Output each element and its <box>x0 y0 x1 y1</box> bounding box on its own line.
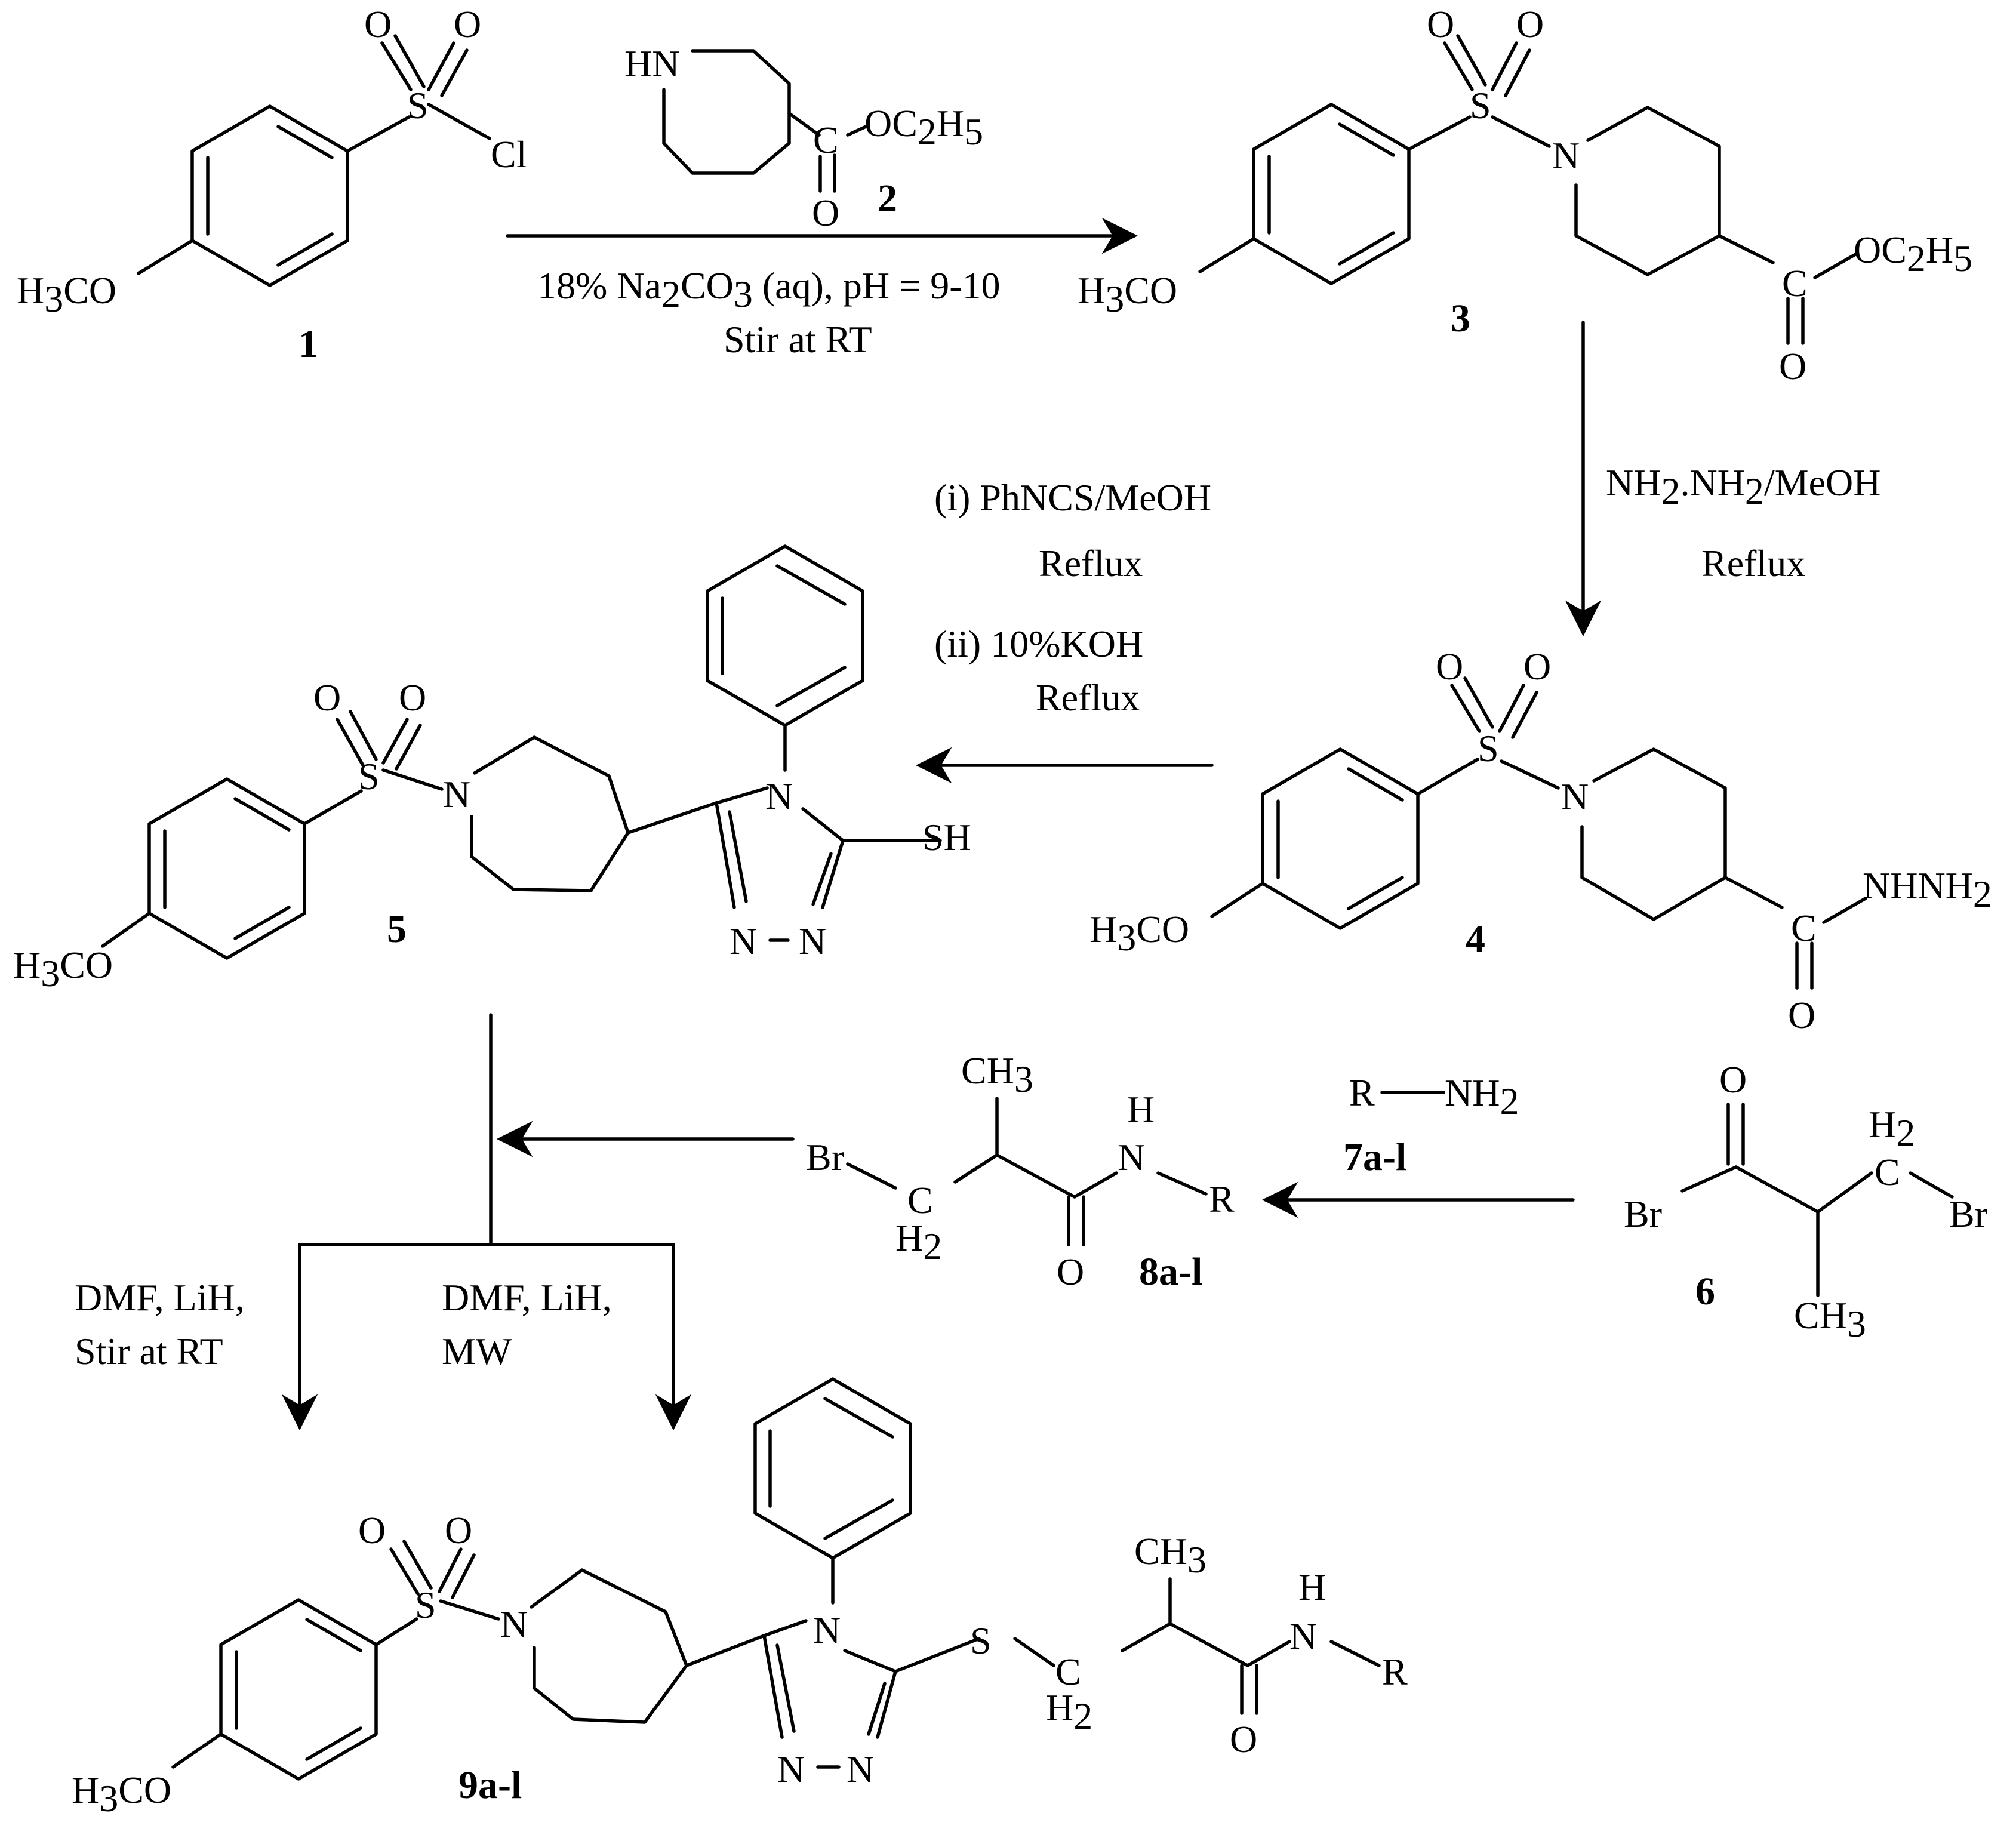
c9-oxygen-2: O <box>445 1509 472 1551</box>
c2-carbonyl-oxygen: O <box>812 192 839 234</box>
step4-right-condition-1: DMF, LiH, <box>442 1276 612 1319</box>
c5-methoxy: H3CO <box>13 944 113 995</box>
c1-label: 1 <box>298 322 318 366</box>
c4-methoxy: H3CO <box>1089 908 1189 959</box>
c7-r-group: R <box>1349 1072 1375 1114</box>
c4-hydrazide: NHNH2 <box>1863 864 1992 915</box>
c9-oxygen-1: O <box>358 1509 386 1551</box>
c9-methyl: CH3 <box>1134 1530 1206 1581</box>
step4-right-condition-2: MW <box>442 1330 512 1372</box>
c6-acyl-bromine: Br <box>1624 1193 1662 1235</box>
compound-8: CH3 H N Br R C H2 O 8a-l <box>806 1049 1235 1294</box>
c3-methoxy: H3CO <box>1078 269 1177 320</box>
compound-4: S O O N H3CO C O NHNH2 4 <box>1089 645 1992 1036</box>
step1-condition-2: Stir at RT <box>724 318 872 361</box>
c5-triazole-n2: N <box>799 920 826 962</box>
c3-nitrogen: N <box>1552 134 1580 177</box>
c4-nitrogen: N <box>1561 775 1589 818</box>
c9-r-group: R <box>1382 1651 1408 1693</box>
c1-methoxy: H3CO <box>17 269 116 320</box>
reagent-7: R NH2 7a-l <box>1343 1072 1519 1179</box>
c1-oxygen-1: O <box>364 3 392 45</box>
c5-triazole-n4: N <box>765 775 793 817</box>
c4-sulfur: S <box>1478 727 1499 769</box>
c4-carbonyl-oxygen: O <box>1788 994 1815 1036</box>
c9-methoxy: H3CO <box>72 1769 171 1820</box>
c6-alkyl-bromine: Br <box>1949 1193 1987 1235</box>
c3-label: 3 <box>1451 297 1470 340</box>
step1-condition-1: 18% Na2CO3 (aq), pH = 9-10 <box>537 264 1001 315</box>
c8-methylene-h2: H2 <box>895 1217 942 1267</box>
compound-6: O Br H2 C Br CH3 6 <box>1624 1058 1987 1345</box>
c6-methyl: CH3 <box>1794 1294 1866 1345</box>
c2-label: 2 <box>878 177 897 220</box>
c9-label: 9a-l <box>458 1763 522 1807</box>
c4-label: 4 <box>1466 918 1485 961</box>
c5-nitrogen: N <box>443 773 470 815</box>
c8-amide-nitrogen: N <box>1118 1136 1145 1178</box>
c2-amine: HN <box>624 42 679 85</box>
c9-sulfonyl-sulfur: S <box>415 1584 436 1626</box>
c7-label: 7a-l <box>1343 1135 1406 1179</box>
compound-2: HN C O OC2H5 2 <box>624 42 983 234</box>
step4-left-condition-1: DMF, LiH, <box>75 1276 245 1319</box>
step2-condition-2: Reflux <box>1701 542 1805 584</box>
c3-oxygen-1: O <box>1427 3 1454 45</box>
c5-oxygen-1: O <box>313 676 341 719</box>
c9-methylene-carbon: C <box>1055 1651 1081 1693</box>
c2-carbonyl-carbon: C <box>813 119 839 161</box>
c8-bromine: Br <box>806 1136 844 1178</box>
c3-carbonyl-carbon: C <box>1782 262 1808 304</box>
c6-methylene-h2: H2 <box>1869 1103 1915 1154</box>
c9-methylene-h2: H2 <box>1046 1686 1092 1737</box>
c9-piperidine-nitrogen: N <box>500 1603 528 1645</box>
step3-condition-2: Reflux <box>1039 542 1143 584</box>
c6-label: 6 <box>1695 1270 1715 1313</box>
c1-sulfur: S <box>407 84 429 127</box>
c1-chlorine: Cl <box>491 133 527 176</box>
c6-methylene-carbon: C <box>1875 1151 1900 1193</box>
c8-r-group: R <box>1209 1178 1235 1220</box>
step3-condition-3: (ii) 10%KOH <box>934 623 1143 665</box>
c3-ethoxy: OC2H5 <box>1854 229 1972 279</box>
compound-9: S O O N H3CO N S CH3 H N R C H2 N N O 9a… <box>72 1377 1408 1820</box>
c8-amide-h: H <box>1127 1088 1155 1131</box>
arrow-step4-branch <box>281 1013 692 1431</box>
step3-condition-4: Reflux <box>1036 676 1140 719</box>
c5-sulfur: S <box>358 755 380 798</box>
c9-triazole-n2: N <box>847 1748 874 1790</box>
c9-carbonyl-oxygen: O <box>1230 1718 1257 1760</box>
benzene-ring <box>190 104 349 287</box>
c9-triazole-n4: N <box>813 1609 841 1651</box>
step4-left-condition-2: Stir at RT <box>75 1330 223 1372</box>
c8-carbonyl-oxygen: O <box>1057 1251 1084 1293</box>
c6-carbonyl-oxygen: O <box>1719 1058 1747 1101</box>
c1-oxygen-2: O <box>454 3 481 45</box>
c4-carbonyl-carbon: C <box>1791 907 1817 949</box>
c8-methyl: CH3 <box>961 1049 1033 1100</box>
c2-ethoxy: OC2H5 <box>864 102 983 153</box>
step3-condition-1: (i) PhNCS/MeOH <box>934 476 1211 519</box>
c3-oxygen-2: O <box>1516 3 1544 45</box>
c7-amine: NH2 <box>1445 1072 1519 1122</box>
c9-thioether-sulfur: S <box>970 1620 992 1662</box>
c5-triazole-n1: N <box>730 920 757 962</box>
compound-5: S O O N H3CO N SH N N 5 <box>13 544 971 995</box>
c3-carbonyl-oxygen: O <box>1779 345 1806 387</box>
c3-sulfur: S <box>1470 84 1491 127</box>
c5-thiol: SH <box>922 816 971 858</box>
step2-condition-1: NH2.NH2/MeOH <box>1606 461 1880 512</box>
c8-label: 8a-l <box>1139 1250 1202 1294</box>
c9-triazole-n1: N <box>777 1748 805 1790</box>
c9-amide-h: H <box>1298 1566 1326 1608</box>
c4-oxygen-2: O <box>1523 645 1551 688</box>
compound-3: S O O N H3CO C O OC2H5 3 <box>1078 3 1972 387</box>
c4-oxygen-1: O <box>1436 645 1463 688</box>
compound-1: S O O Cl H3CO 1 <box>17 3 527 366</box>
c9-amide-nitrogen: N <box>1289 1615 1317 1657</box>
c8-methylene-carbon: C <box>907 1179 933 1221</box>
c5-label: 5 <box>387 907 407 951</box>
c5-oxygen-2: O <box>399 676 426 719</box>
